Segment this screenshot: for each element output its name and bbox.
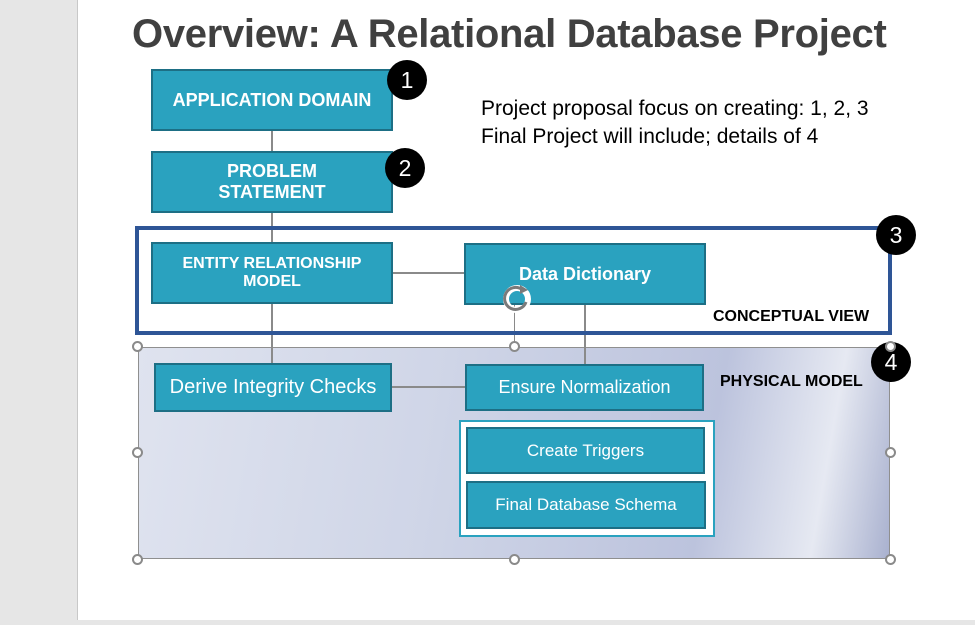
badge-3-icon: 3 <box>876 215 916 255</box>
data-dictionary-label: Data Dictionary <box>518 263 652 284</box>
final-database-schema-label: Final Database Schema <box>495 495 677 515</box>
badge-3-label: 3 <box>889 221 903 248</box>
er-model-box[interactable]: ENTITY RELATIONSHIP MODEL <box>151 242 393 304</box>
er-model-label-line1: ENTITY RELATIONSHIP <box>182 254 362 272</box>
create-triggers-label: Create Triggers <box>526 440 645 460</box>
ensure-normalization-box[interactable]: Ensure Normalization <box>465 364 704 411</box>
resize-handle-bottom-left[interactable] <box>132 554 143 565</box>
problem-statement-label-line2: STATEMENT <box>218 182 326 202</box>
rotate-icon[interactable] <box>500 281 536 317</box>
ensure-normalization-label: Ensure Normalization <box>498 377 671 398</box>
badge-2-label: 2 <box>398 154 412 181</box>
application-domain-label: APPLICATION DOMAIN <box>172 89 372 110</box>
resize-handle-top[interactable] <box>509 341 520 352</box>
create-triggers-box[interactable]: Create Triggers <box>466 427 705 474</box>
derive-integrity-checks-box[interactable]: Derive Integrity Checks <box>154 363 392 412</box>
resize-handle-top-left[interactable] <box>132 341 143 352</box>
rotate-icon-graphic <box>503 285 531 313</box>
resize-handle-left[interactable] <box>132 447 143 458</box>
note-final-project: Final Project will include; details of 4 <box>481 125 819 148</box>
connector-domain-problem <box>271 130 273 152</box>
rotate-handle-stem <box>514 304 515 346</box>
badge-1-icon: 1 <box>387 60 427 100</box>
note-proposal-focus: Project proposal focus on creating: 1, 2… <box>481 97 869 120</box>
final-database-schema-box[interactable]: Final Database Schema <box>466 481 706 529</box>
badge-1-label: 1 <box>400 66 414 93</box>
resize-handle-bottom-right[interactable] <box>885 554 896 565</box>
data-dictionary-box[interactable]: Data Dictionary <box>464 243 706 305</box>
slide-title: Overview: A Relational Database Project <box>132 12 887 56</box>
application-domain-box[interactable]: APPLICATION DOMAIN <box>151 69 393 131</box>
conceptual-view-frame[interactable] <box>135 226 892 335</box>
resize-handle-top-right[interactable] <box>885 341 896 352</box>
badge-2-icon: 2 <box>385 148 425 188</box>
problem-statement-box[interactable]: PROBLEM STATEMENT <box>151 151 393 213</box>
resize-handle-right[interactable] <box>885 447 896 458</box>
problem-statement-label-line1: PROBLEM <box>227 161 317 182</box>
resize-handle-bottom[interactable] <box>509 554 520 565</box>
connector-er-dictionary <box>393 272 465 274</box>
er-model-label-line2: MODEL <box>243 273 301 290</box>
derive-integrity-checks-label: Derive Integrity Checks <box>169 376 377 398</box>
connector-integrity-normalization <box>391 386 466 388</box>
physical-model-label: PHYSICAL MODEL <box>720 373 863 390</box>
conceptual-view-label: CONCEPTUAL VIEW <box>713 308 870 325</box>
badge-4-label: 4 <box>884 348 898 375</box>
